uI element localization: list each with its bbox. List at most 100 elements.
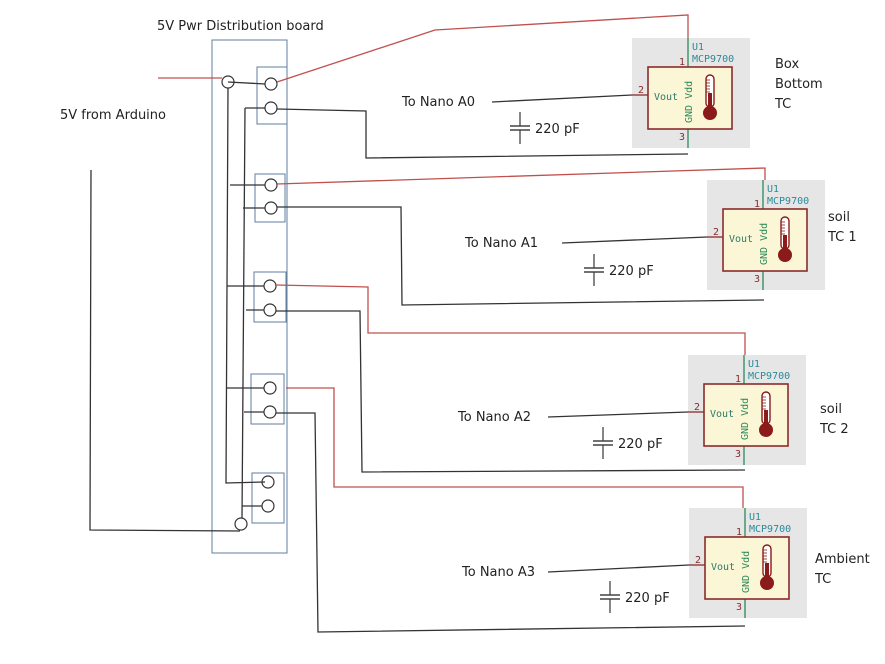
vcc-wire-sensor-4 [286, 387, 744, 528]
sensor-name-line: TC 1 [827, 230, 857, 245]
sensor-name-line: TC 2 [819, 422, 849, 437]
terminal-block-3 [253, 271, 287, 323]
terminal-gnd-2 [264, 201, 278, 215]
thermometer-bulb [760, 576, 774, 590]
capacitor-symbol [600, 581, 620, 613]
sensor-part-number: MCP9700 [692, 54, 734, 65]
sensor-part-number: MCP9700 [767, 196, 809, 207]
capacitor-symbol [584, 254, 604, 286]
thermometer-bulb [759, 423, 773, 437]
gnd-wire-sensor-2 [277, 206, 765, 306]
signal-wire [561, 236, 708, 244]
gnd-vdd-label: GND Vdd [684, 81, 695, 123]
signal-wire [547, 411, 689, 418]
vout-label: Vout [729, 234, 753, 245]
signal-wire [547, 564, 690, 573]
thermometer-mercury [764, 410, 768, 426]
board-title: 5V Pwr Distribution board [157, 19, 324, 34]
sensor-body [647, 66, 733, 130]
sensor-name-line: Box [775, 57, 799, 72]
nano-pin-label: To Nano A1 [464, 236, 538, 251]
bus-gnd-rail [241, 107, 246, 519]
vout-label: Vout [654, 92, 678, 103]
sensor-ref: U1 [692, 42, 704, 53]
sensor-ref: U1 [767, 184, 779, 195]
thermometer-bulb [703, 106, 717, 120]
thermometer-bulb [778, 248, 792, 262]
sensor-name-line: soil [828, 210, 850, 225]
signal-wire [491, 94, 633, 103]
capacitor-value-label: 220 pF [625, 591, 670, 606]
nano-pin-label: To Nano A0 [401, 95, 475, 110]
sensor-body [722, 208, 808, 272]
terminal-block-4 [250, 373, 285, 425]
sensor-ref: U1 [748, 359, 760, 370]
terminal-block-1 [256, 66, 288, 125]
sensor-name-line: TC [774, 97, 791, 112]
terminal-gnd-4 [263, 405, 277, 419]
pin-3-label: 3 [736, 602, 742, 613]
terminal-vcc-1 [264, 77, 278, 91]
vcc-wire-sensor-3 [275, 284, 746, 375]
terminal-block-2 [254, 173, 286, 223]
sensor-name-line: Bottom [775, 77, 823, 92]
capacitor-symbol [593, 427, 613, 459]
vcc-wire-sensor-1 [276, 14, 689, 83]
vout-label: Vout [710, 409, 734, 420]
pin-2-label: 2 [695, 555, 701, 566]
sensor-name-line: soil [820, 402, 842, 417]
capacitor-value-label: 220 pF [618, 437, 663, 452]
nano-pin-label: To Nano A3 [461, 565, 535, 580]
terminal-gnd-3 [263, 303, 277, 317]
sensor-part-number: MCP9700 [748, 371, 790, 382]
terminal-vcc-2 [264, 178, 278, 192]
sensor-body [704, 536, 790, 600]
bus-vcc-link [227, 81, 266, 85]
pin-2-label: 2 [713, 227, 719, 238]
gnd-vdd-label: GND Vdd [759, 223, 770, 265]
thermometer-mercury [765, 563, 769, 579]
sensor-part-number: MCP9700 [749, 524, 791, 535]
pin-1-label: 1 [736, 527, 742, 538]
terminal-gnd-1 [264, 101, 278, 115]
nano-pin-label: To Nano A2 [457, 410, 531, 425]
pin-1-label: 1 [754, 199, 760, 210]
terminals [221, 75, 278, 531]
sensor-name-line: TC [814, 572, 831, 587]
internal-bus [225, 81, 266, 519]
pin-2-label: 2 [694, 402, 700, 413]
terminal-vcc-3 [263, 279, 277, 293]
pin-1-label: 1 [735, 374, 741, 385]
gnd-wire-sensor-4 [276, 412, 746, 633]
terminal-blocks [250, 66, 288, 524]
vcc-wire-sensor-2 [276, 167, 766, 200]
pin-3-label: 3 [754, 274, 760, 285]
gnd-input-wire [89, 169, 241, 532]
capacitor-value-label: 220 pF [609, 264, 654, 279]
source-label: 5V from Arduino [60, 108, 166, 123]
pin-2-label: 2 [638, 85, 644, 96]
thermometer-icon [759, 391, 773, 437]
input-gnd-terminal [234, 517, 248, 531]
pin-1-label: 1 [679, 57, 685, 68]
ground-wires [276, 108, 765, 633]
vout-label: Vout [711, 562, 735, 573]
thermometer-icon [778, 216, 792, 262]
sensor-name-line: Ambient [815, 552, 870, 567]
terminal-gnd-5 [261, 499, 275, 513]
terminal-block-5 [251, 472, 285, 524]
bus-vcc-rail [225, 87, 266, 484]
thermometer-icon [703, 74, 717, 120]
pin-3-label: 3 [679, 132, 685, 143]
thermometer-icon [760, 544, 774, 590]
distribution-board [211, 39, 288, 554]
thermometer-mercury [708, 93, 712, 109]
thermometer-mercury [783, 235, 787, 251]
pin-3-label: 3 [735, 449, 741, 460]
capacitor-value-label: 220 pF [535, 122, 580, 137]
